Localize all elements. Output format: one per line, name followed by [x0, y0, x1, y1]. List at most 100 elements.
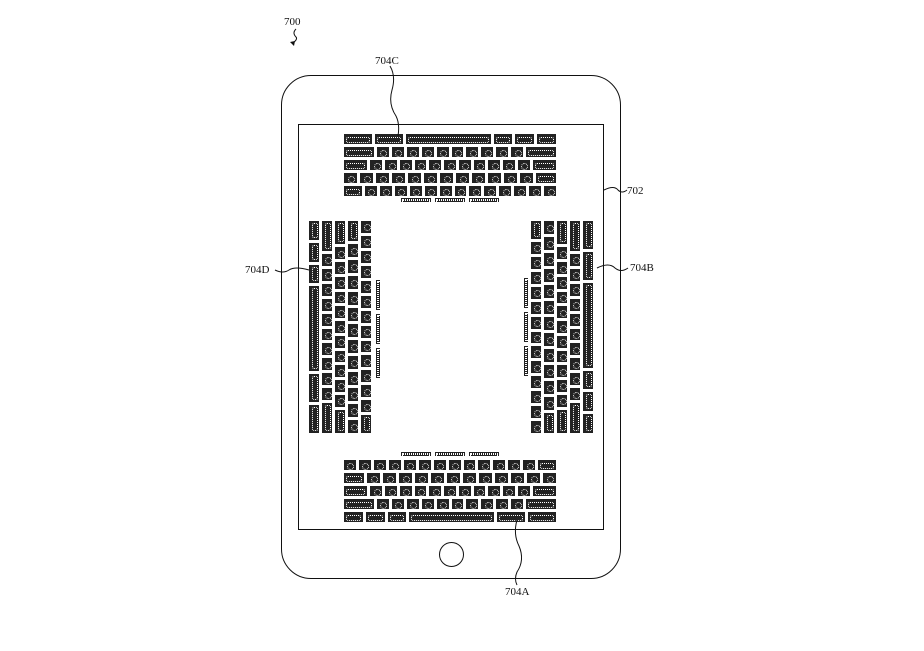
key[interactable]: [308, 263, 320, 285]
key[interactable]: [530, 240, 542, 255]
key[interactable]: [465, 498, 480, 510]
key[interactable]: [556, 290, 568, 305]
key[interactable]: [510, 498, 525, 510]
key[interactable]: [334, 275, 346, 290]
key[interactable]: [428, 159, 443, 171]
key[interactable]: [543, 380, 555, 396]
key[interactable]: [417, 459, 432, 471]
key[interactable]: [413, 159, 428, 171]
key[interactable]: [556, 246, 568, 261]
key[interactable]: [343, 459, 357, 471]
key[interactable]: [360, 249, 372, 264]
key[interactable]: [378, 185, 393, 197]
key[interactable]: [535, 172, 557, 184]
key[interactable]: [334, 408, 346, 435]
key[interactable]: [347, 258, 359, 274]
candidate-slot[interactable]: [375, 347, 381, 379]
candidate-slot[interactable]: [434, 451, 466, 457]
key[interactable]: [530, 390, 542, 405]
key[interactable]: [372, 459, 387, 471]
key[interactable]: [321, 387, 333, 402]
key[interactable]: [569, 387, 581, 402]
key[interactable]: [391, 172, 407, 184]
key[interactable]: [308, 220, 320, 241]
key[interactable]: [556, 364, 568, 379]
candidate-slot[interactable]: [375, 279, 381, 311]
key[interactable]: [530, 345, 542, 360]
key[interactable]: [536, 133, 557, 145]
key[interactable]: [347, 274, 359, 290]
key[interactable]: [543, 364, 555, 380]
key[interactable]: [357, 459, 372, 471]
key[interactable]: [556, 275, 568, 290]
key[interactable]: [582, 220, 594, 251]
key[interactable]: [360, 234, 372, 249]
key[interactable]: [530, 330, 542, 345]
key[interactable]: [334, 246, 346, 261]
key[interactable]: [360, 384, 372, 399]
key[interactable]: [530, 420, 542, 435]
key[interactable]: [398, 159, 413, 171]
key[interactable]: [569, 297, 581, 312]
key[interactable]: [321, 252, 333, 267]
key[interactable]: [360, 354, 372, 369]
key[interactable]: [487, 485, 502, 497]
key[interactable]: [334, 364, 346, 379]
key[interactable]: [582, 369, 594, 391]
key[interactable]: [432, 459, 447, 471]
key[interactable]: [360, 309, 372, 324]
key[interactable]: [477, 459, 492, 471]
key[interactable]: [510, 146, 525, 158]
key[interactable]: [321, 342, 333, 357]
key[interactable]: [428, 485, 443, 497]
key[interactable]: [543, 236, 555, 252]
key[interactable]: [408, 185, 423, 197]
keyboard-704C-candidate-bar[interactable]: [400, 197, 500, 203]
key[interactable]: [516, 159, 531, 171]
key[interactable]: [347, 306, 359, 322]
key[interactable]: [582, 251, 594, 282]
key[interactable]: [360, 264, 372, 279]
key[interactable]: [502, 159, 516, 171]
key[interactable]: [334, 334, 346, 349]
key[interactable]: [569, 252, 581, 267]
key[interactable]: [347, 354, 359, 370]
key[interactable]: [308, 372, 320, 403]
key[interactable]: [405, 498, 420, 510]
candidate-slot[interactable]: [468, 451, 500, 457]
key[interactable]: [556, 379, 568, 393]
key[interactable]: [477, 472, 493, 484]
key[interactable]: [420, 146, 435, 158]
key[interactable]: [519, 172, 535, 184]
key[interactable]: [321, 267, 333, 282]
key[interactable]: [402, 459, 417, 471]
candidate-slot[interactable]: [434, 197, 466, 203]
key[interactable]: [530, 360, 542, 375]
key[interactable]: [468, 185, 483, 197]
key[interactable]: [321, 402, 333, 435]
key[interactable]: [347, 386, 359, 402]
key[interactable]: [514, 133, 536, 145]
key[interactable]: [347, 242, 359, 258]
key[interactable]: [359, 172, 375, 184]
key[interactable]: [472, 159, 487, 171]
key[interactable]: [582, 282, 594, 369]
key[interactable]: [429, 472, 445, 484]
key[interactable]: [543, 284, 555, 300]
candidate-slot[interactable]: [468, 197, 500, 203]
home-button[interactable]: [439, 542, 464, 567]
key[interactable]: [435, 146, 450, 158]
key[interactable]: [569, 220, 581, 252]
key[interactable]: [321, 312, 333, 327]
key[interactable]: [543, 220, 555, 236]
key[interactable]: [308, 285, 320, 372]
key[interactable]: [569, 327, 581, 342]
key[interactable]: [413, 485, 428, 497]
key[interactable]: [556, 393, 568, 408]
key[interactable]: [443, 159, 457, 171]
key[interactable]: [495, 146, 510, 158]
key[interactable]: [509, 472, 525, 484]
candidate-slot[interactable]: [400, 197, 432, 203]
key[interactable]: [530, 315, 542, 330]
key[interactable]: [369, 485, 384, 497]
